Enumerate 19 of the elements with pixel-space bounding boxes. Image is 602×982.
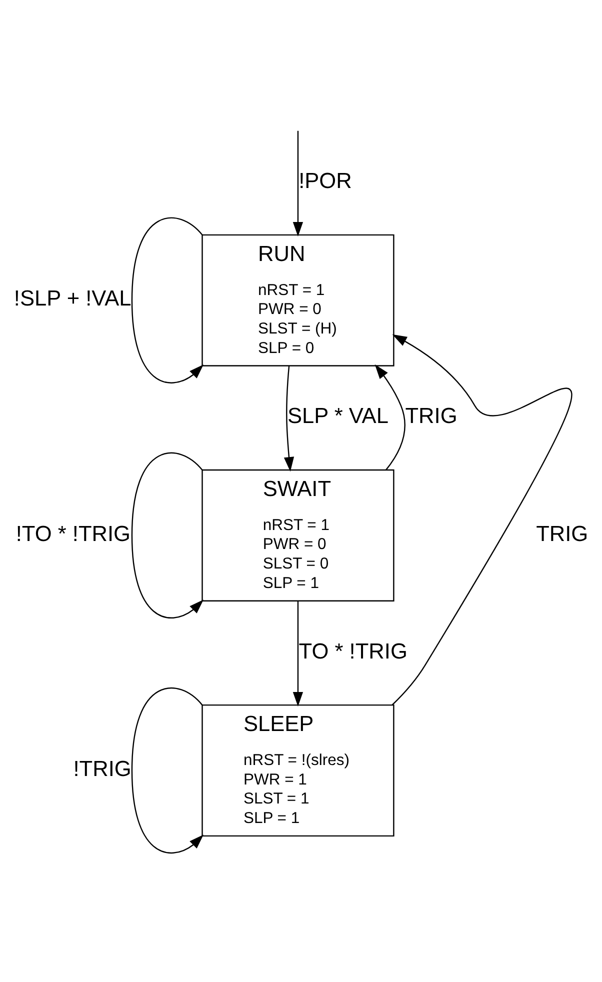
- arrow: [392, 334, 572, 705]
- edge-label: !SLP + !VAL: [14, 285, 132, 310]
- arrow: [131, 452, 204, 618]
- edge-label: !TO * !TRIG: [16, 520, 131, 546]
- node-box: SWAIT nRST = 1 PWR = 0 SLST = 0 SLP = 1: [202, 468, 394, 601]
- edge-label: TO * !TRIG: [298, 638, 408, 663]
- arrow: [374, 364, 406, 470]
- node-box: RUN nRST = 1 PWR = 0 SLST = (H) SLP = 0: [202, 234, 394, 366]
- edge-label: TRIG: [405, 402, 458, 428]
- arrow: [292, 600, 304, 706]
- edge-label: !POR: [298, 168, 352, 193]
- edge-label: SLP * VAL: [287, 402, 388, 428]
- arrow: [131, 687, 204, 853]
- edge-label: TRIG: [536, 520, 588, 546]
- arrow: [292, 130, 304, 236]
- node-box: SLEEP nRST = !(slres) PWR = 1 SLST = 1 SLP = 1: [202, 704, 394, 836]
- arrow: [284, 365, 294, 472]
- edge-label: !TRIG: [73, 755, 132, 780]
- arrow: [131, 216, 204, 383]
